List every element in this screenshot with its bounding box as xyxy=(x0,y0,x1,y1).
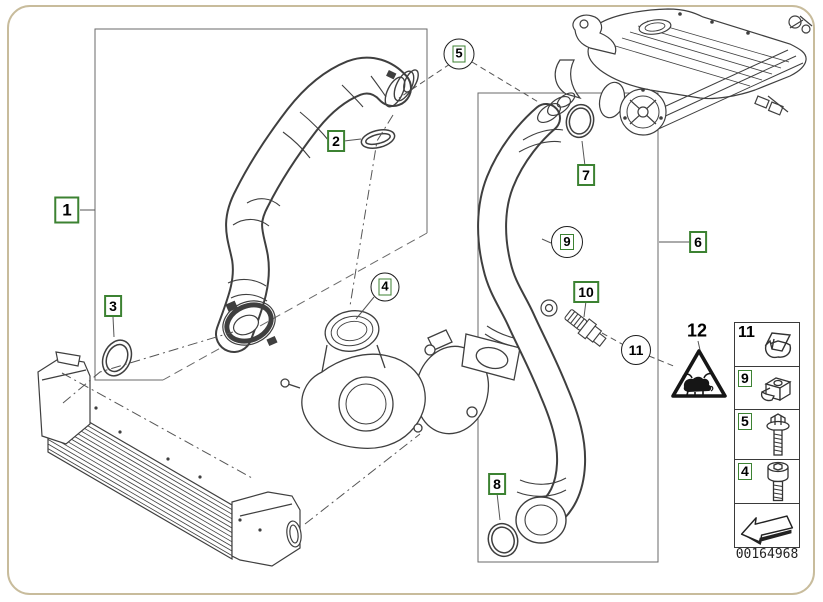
turbocharger xyxy=(280,310,521,450)
callout-10-label: 10 xyxy=(578,284,594,300)
sensor-boss xyxy=(540,299,558,317)
callout-10[interactable]: 10 xyxy=(573,281,599,303)
callout-4[interactable]: 4 xyxy=(370,272,400,302)
hex-flange-bolt-icon xyxy=(766,412,790,456)
direction-arrow-icon xyxy=(740,514,794,545)
page-border xyxy=(7,5,815,595)
callout-1-label: 1 xyxy=(62,200,72,220)
callout-8[interactable]: 8 xyxy=(488,473,506,495)
callout-5-label: 5 xyxy=(452,45,466,63)
hose-clamp-5 xyxy=(384,69,419,108)
gasket-3 xyxy=(101,339,133,377)
cage-nut-icon xyxy=(760,377,792,402)
legend-row-5: 5 xyxy=(735,409,799,459)
legend-row-9: 9 xyxy=(735,366,799,409)
callout-3-label: 3 xyxy=(109,298,117,314)
callout-9[interactable]: 9 xyxy=(551,226,583,258)
legend-label-9[interactable]: 9 xyxy=(738,370,752,388)
callout-7-label: 7 xyxy=(582,167,590,183)
charge-pipe-upper xyxy=(215,56,419,353)
callout-5[interactable]: 5 xyxy=(443,38,475,70)
callout-8-label: 8 xyxy=(493,476,501,492)
gasket-2 xyxy=(360,129,396,149)
part-number: 00164968 xyxy=(730,547,804,562)
legend-row-4: 4 xyxy=(735,459,799,503)
callout-6-label: 6 xyxy=(694,234,702,250)
callout-1[interactable]: 1 xyxy=(54,196,80,224)
part-number-text: 00164968 xyxy=(735,547,799,562)
sensor-10 xyxy=(564,309,607,347)
callout-4-label: 4 xyxy=(378,278,392,296)
retaining-clip-icon xyxy=(764,331,792,358)
legend-table: 11 9 xyxy=(734,322,800,548)
callout-2[interactable]: 2 xyxy=(327,130,345,152)
socket-head-screw-icon xyxy=(767,461,789,501)
callout-3[interactable]: 3 xyxy=(104,295,122,317)
legend-row-11: 11 xyxy=(735,323,799,366)
callout-9-label: 9 xyxy=(560,233,574,251)
engine-valve-cover xyxy=(554,8,813,136)
o-ring-8 xyxy=(487,522,519,558)
legend-label-5[interactable]: 5 xyxy=(738,413,752,431)
callout-11: 11 xyxy=(621,335,651,365)
hose-coupler xyxy=(222,300,278,347)
group-box-1 xyxy=(94,28,428,381)
callout-11-label: 11 xyxy=(628,342,644,358)
callout-6[interactable]: 6 xyxy=(689,231,707,253)
leader-lines xyxy=(61,61,701,525)
legend-label-11: 11 xyxy=(738,324,755,341)
callout-7[interactable]: 7 xyxy=(577,164,595,186)
animal-hazard-triangle-icon xyxy=(671,349,727,398)
legend-row-arrow xyxy=(735,503,799,547)
warning-triangle xyxy=(668,346,730,402)
intercooler xyxy=(37,351,302,567)
callout-2-label: 2 xyxy=(332,133,340,149)
o-ring-7 xyxy=(565,103,595,139)
legend-label-4[interactable]: 4 xyxy=(738,463,752,481)
callout-12: 12 xyxy=(687,321,707,342)
callout-12-label: 12 xyxy=(686,320,708,341)
charge-pipe-lower xyxy=(477,92,587,544)
